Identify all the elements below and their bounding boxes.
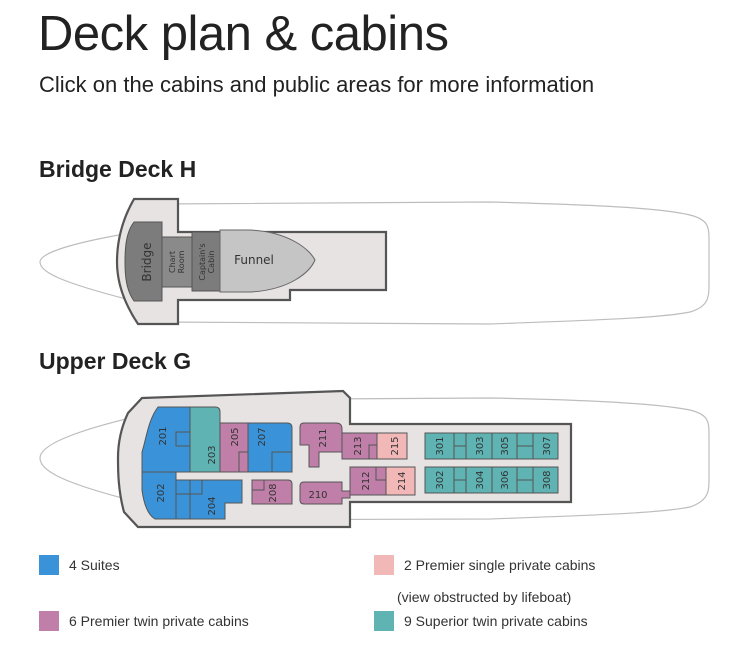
cabin-208-bath — [251, 479, 265, 491]
cabin-303[interactable] — [465, 432, 493, 460]
cabin-305-label: 305 — [500, 436, 511, 455]
cabin-212[interactable] — [349, 466, 387, 496]
cabin-210-label: 210 — [308, 490, 327, 501]
cabin-306-label: 306 — [500, 470, 511, 489]
area-bridge[interactable] — [124, 221, 163, 302]
area-funnel-label: Funnel — [234, 253, 274, 267]
cabin-202[interactable] — [141, 471, 177, 520]
legend-label-premier-single: 2 Premier single private cabins — [404, 557, 596, 573]
area-chart-room-label-1: Chart — [168, 251, 177, 273]
cabin-203-label: 203 — [207, 445, 218, 464]
legend-swatch-premier-single — [374, 555, 394, 575]
legend-label-premier-twin: 6 Premier twin private cabins — [69, 613, 249, 629]
cabin-303-label: 303 — [475, 436, 486, 455]
legend-suites: 4 Suites — [39, 555, 120, 575]
area-captains-cabin-label-1: Captain's — [198, 243, 207, 280]
cabin-308[interactable] — [532, 466, 559, 494]
cabin-215[interactable] — [376, 432, 408, 460]
cabin-304-label: 304 — [475, 470, 486, 489]
legend-swatch-superior-twin — [374, 611, 394, 631]
area-captains-cabin-label-2: Cabin — [207, 251, 216, 274]
cabin-201-label: 201 — [158, 426, 169, 445]
deck-title-bridge: Bridge Deck H — [39, 156, 197, 182]
cabin-307[interactable] — [532, 432, 559, 460]
upper-deck-plan: 201 203 202 204 205 207 208 211 213 215 … — [39, 389, 710, 529]
cabin-301-label: 301 — [435, 436, 446, 455]
cabin-302[interactable] — [424, 466, 455, 494]
cabin-207[interactable] — [247, 422, 293, 473]
cabin-307-label: 307 — [542, 436, 553, 455]
area-funnel[interactable] — [219, 229, 316, 293]
bridge-deck-plan: Bridge Chart Room Captain's Cabin Funnel — [39, 197, 710, 326]
page-subtitle: Click on the cabins and public areas for… — [39, 72, 595, 97]
cabin-210[interactable] — [299, 481, 351, 505]
area-bridge-label: Bridge — [140, 242, 154, 281]
cabin-212-label: 212 — [361, 471, 372, 490]
cabin-214-label: 214 — [397, 471, 408, 490]
cabin-306[interactable] — [491, 466, 518, 494]
cabin-215-label: 215 — [390, 436, 401, 455]
cabin-302-label: 302 — [435, 470, 446, 489]
area-chart-room-label-2: Room — [177, 250, 186, 273]
cabin-204-bath — [175, 479, 203, 495]
cabin-208[interactable] — [251, 479, 293, 505]
deck-title-upper: Upper Deck G — [39, 348, 192, 374]
cabin-213-label: 213 — [353, 436, 364, 455]
legend-swatch-premier-twin — [39, 611, 59, 631]
page-title: Deck plan & cabins — [38, 7, 449, 61]
cabin-204-label: 204 — [207, 496, 218, 515]
legend-superior-twin: 9 Superior twin private cabins — [374, 611, 588, 631]
legend-premier-single: 2 Premier single private cabins — [374, 555, 595, 575]
legend-premier-twin: 6 Premier twin private cabins — [39, 611, 249, 631]
legend-note-lifeboat: (view obstructed by lifeboat) — [397, 589, 572, 605]
area-chart-room[interactable] — [161, 236, 193, 288]
cabin-214[interactable] — [385, 466, 416, 496]
area-captains-cabin[interactable] — [191, 231, 221, 292]
cabin-208-label: 208 — [268, 483, 279, 502]
cabin-205[interactable] — [219, 422, 249, 473]
cabin-213[interactable] — [341, 432, 378, 460]
legend-swatch-suite — [39, 555, 59, 575]
cabin-211-label: 211 — [318, 428, 329, 447]
cabin-204[interactable] — [175, 479, 243, 520]
cabin-205-label: 205 — [230, 427, 241, 446]
cabin-308-label: 308 — [542, 470, 553, 489]
legend-label-suites: 4 Suites — [69, 557, 120, 573]
cabin-202-label: 202 — [156, 483, 167, 502]
cabin-207-label: 207 — [257, 427, 268, 446]
legend-label-superior-twin: 9 Superior twin private cabins — [404, 613, 588, 629]
cabin-211[interactable] — [299, 422, 343, 468]
cabin-207-bath — [271, 451, 293, 473]
